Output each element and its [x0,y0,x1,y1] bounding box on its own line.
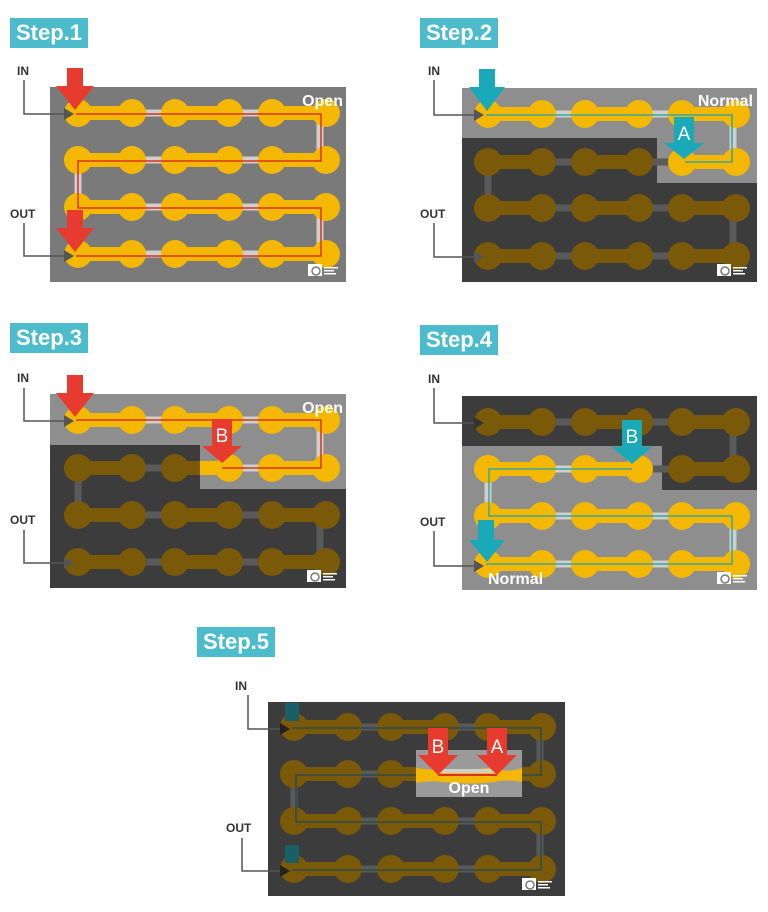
step-2-in-arrow-icon [469,69,505,111]
step-3-panel: B Open [23,375,346,588]
step-5-in-dim-arrow-icon [285,703,299,721]
step-1-status: Open [302,93,343,110]
step-2-status: Normal [698,93,753,110]
step-4-out-label: OUT [420,515,446,529]
step-3-arrow-b-icon [202,419,242,463]
step-2-arrow-a-letter: A [678,124,691,145]
step-1-in-label: IN [17,64,29,78]
step-5-arrow-a-letter: A [491,737,504,758]
step-3-arrow-b-letter: B [216,426,229,447]
step-5-label: Step.5 [197,627,276,657]
step-4-arrow-b-letter: B [626,427,639,448]
step-4-panel: B Normal [433,388,757,590]
step-5-out-label: OUT [226,821,252,835]
step-4-current-path [486,468,733,565]
step-4-label: Step.4 [420,325,499,355]
step-5-out-arrowhead-icon [280,865,290,877]
step-1-in-arrowhead-icon [64,108,74,120]
step-1-out-label: OUT [10,207,36,221]
step-3-label: Step.3 [10,323,89,353]
step-3-out-arrowhead-icon [64,557,74,569]
step-5-arrow-b-letter: B [432,737,445,758]
step-2-out-label: OUT [420,207,446,221]
step-1-in-arrow-icon [56,68,94,110]
step-2-current-path [486,114,733,163]
step-4-in-arrowhead-icon [474,417,484,429]
step-2-in-label: IN [428,64,440,78]
step-3-current-path [76,419,322,469]
step-1-label: Step.1 [10,18,89,48]
step-5-arrow-b-icon [418,728,458,775]
step-4-out-arrowhead-icon [474,560,484,572]
step-3-out-label: OUT [10,513,36,527]
step-1-out-arrow-icon [56,210,94,252]
step-4-arrow-b-icon [612,420,652,464]
step-4-out-arrow-icon [469,520,505,562]
step-5-arrow-a-icon [477,728,517,775]
step-5-current-path [292,727,542,871]
step-2-out-arrowhead-icon [474,251,484,263]
step-3-in-label: IN [17,371,29,385]
step-4-status: Normal [488,571,543,588]
step-3-in-arrowhead-icon [64,415,74,427]
step-3-status: Open [302,400,343,417]
step-5-in-arrowhead-icon [280,723,290,735]
step-3-in-arrow-icon [56,375,94,417]
step-2-in-arrowhead-icon [474,109,484,121]
step-5-out-dim-arrow-icon [285,845,299,863]
step-5-panel: B A Open [241,695,565,896]
step-5-status: Open [449,780,490,797]
step-4-in-label: IN [428,372,440,386]
step-1-out-arrowhead-icon [64,250,74,262]
step-1-panel: Open [23,68,346,282]
step-1-current-path [76,113,322,257]
step-2-panel: A Normal [433,69,757,282]
step-2-arrow-a-icon [664,117,704,159]
step-5-in-label: IN [235,679,247,693]
step-2-label: Step.2 [420,18,499,48]
